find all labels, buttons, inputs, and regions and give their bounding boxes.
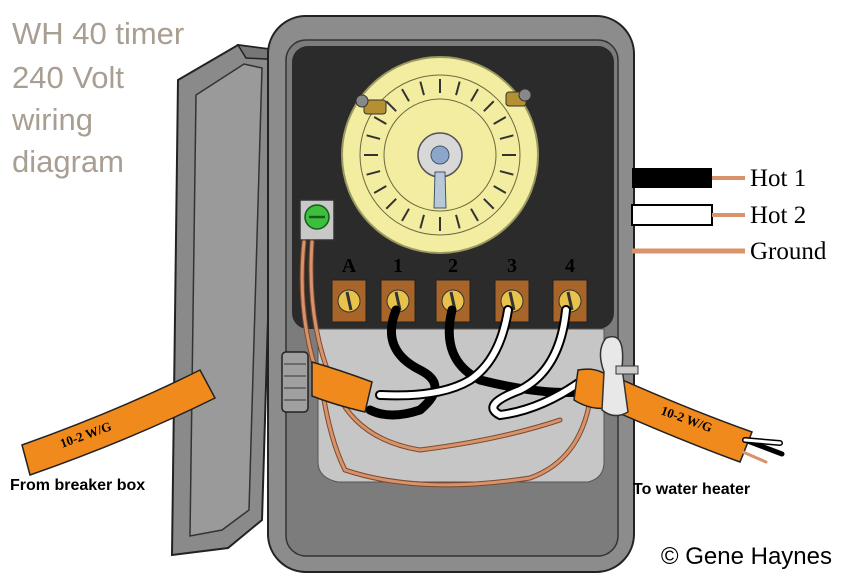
on-tripper-icon xyxy=(355,94,387,115)
to-label: To water heater xyxy=(633,481,751,498)
dial-tick xyxy=(455,214,461,229)
legend-hot1-label: Hot 1 xyxy=(750,165,807,192)
left-cable-connector-icon xyxy=(281,351,309,413)
dial-tick xyxy=(373,116,387,125)
internal-wiring xyxy=(299,239,593,488)
dial-tick xyxy=(385,100,397,112)
dial-tick xyxy=(419,214,425,229)
timer-dial xyxy=(341,56,539,254)
dial-tick xyxy=(455,81,461,96)
dial-tick xyxy=(419,81,425,96)
left-cable: 10-2 W/G xyxy=(21,361,373,476)
dial-tick xyxy=(401,88,410,102)
terminal-label-4: 4 xyxy=(565,255,575,277)
title-line-1: WH 40 timer xyxy=(12,16,185,51)
legend-hot2-wire xyxy=(631,204,745,226)
dial-tick xyxy=(401,208,410,222)
terminal-labels: A 1 2 3 4 xyxy=(342,255,575,277)
terminal-label-3: 3 xyxy=(507,255,517,277)
dial-tick xyxy=(385,198,397,210)
ground-screw-icon xyxy=(299,199,335,241)
from-label: From breaker box xyxy=(10,477,146,494)
dial-tick xyxy=(499,134,514,140)
dial-tick xyxy=(470,208,479,222)
dial-tick xyxy=(366,170,381,176)
dial-tick xyxy=(373,185,387,194)
right-cable-clamp-icon xyxy=(599,335,639,417)
dial-tick xyxy=(493,116,507,125)
copyright: © Gene Haynes xyxy=(660,543,832,570)
dial-tick xyxy=(493,185,507,194)
dial-tick xyxy=(483,198,495,210)
title-line-4: diagram xyxy=(12,144,124,179)
legend-ground-label: Ground xyxy=(750,238,827,265)
legend-hot1-wire xyxy=(632,168,745,188)
dial-tick xyxy=(366,134,381,140)
box-door xyxy=(170,43,286,557)
off-tripper-icon xyxy=(505,88,532,107)
dial-tick xyxy=(470,88,479,102)
legend xyxy=(631,168,745,254)
legend-hot2-label: Hot 2 xyxy=(750,202,807,229)
dial-tick xyxy=(499,170,514,176)
terminal-screw-A-icon xyxy=(331,279,367,323)
terminal-label-1: 1 xyxy=(393,255,403,277)
title-line-3: wiring xyxy=(12,102,93,137)
title-line-2: 240 Volt xyxy=(12,60,125,95)
terminal-label-2: 2 xyxy=(448,255,458,277)
dial-tick xyxy=(483,100,495,112)
terminal-label-A: A xyxy=(342,255,357,277)
